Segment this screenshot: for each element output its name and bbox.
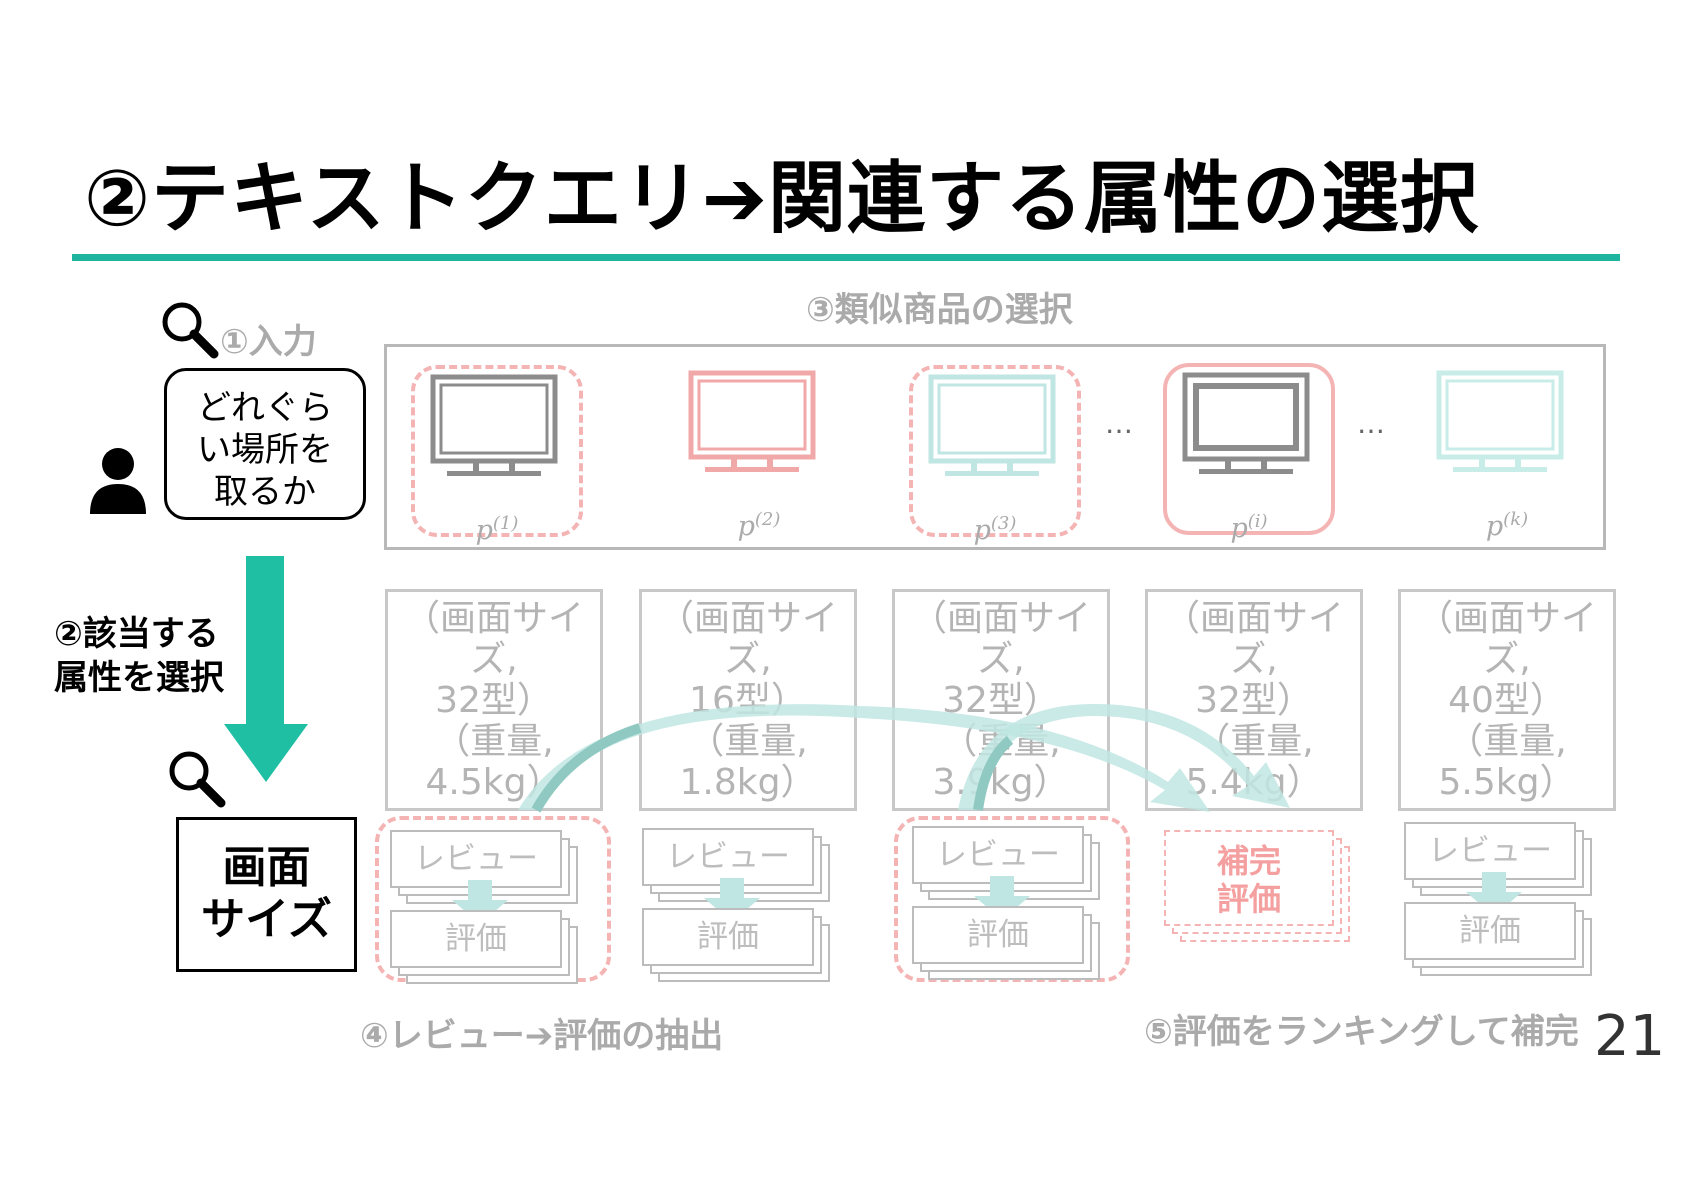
review-label: レビュー	[414, 841, 538, 877]
step2-label: ②該当する 属性を選択	[54, 614, 224, 698]
review-label: レビュー	[666, 839, 790, 875]
product-k: p(k)	[1421, 365, 1593, 542]
review-label: レビュー	[1428, 833, 1552, 869]
complemented-rating: 補完 評価	[1164, 830, 1334, 926]
rating-label: 評価	[967, 917, 1029, 953]
attributes-product-k: （画面サイズ, 40型） （重量, 5.5kg） …	[1398, 589, 1616, 811]
search-icon	[162, 302, 219, 359]
monitor-icon	[688, 370, 816, 472]
product-label: p(3)	[973, 513, 1017, 546]
down-arrow-icon	[224, 556, 308, 782]
ellipsis-1: …	[1105, 407, 1135, 440]
product-label: p(2)	[737, 509, 781, 542]
user-icon	[90, 448, 146, 514]
search-icon-2	[169, 751, 226, 808]
product-label: p(1)	[475, 513, 519, 546]
product-label: p(i)	[1230, 511, 1268, 544]
product-label: p(k)	[1485, 509, 1529, 542]
step1-label: ①入力	[220, 322, 317, 362]
similar-products-frame: p(1) p(2) p(3) … p(i) …	[384, 344, 1606, 550]
rating-label: 評価	[697, 919, 759, 955]
rating-label: 評価	[1459, 913, 1521, 949]
page-number: 21	[1594, 1004, 1666, 1069]
step4-label: ④レビュー➔評価の抽出	[360, 1016, 724, 1056]
product-1: p(1)	[411, 365, 583, 546]
step3-label: ③類似商品の選択	[806, 290, 1073, 330]
query-text-box: どれぐら い場所を 取るか	[164, 368, 366, 520]
monitor-icon	[1182, 372, 1310, 474]
product-3: p(3)	[909, 365, 1081, 546]
monitor-icon	[430, 374, 558, 476]
selected-attribute-box: 画面 サイズ	[176, 817, 357, 972]
monitor-icon	[928, 374, 1056, 476]
step5-label: ⑤評価をランキングして補完	[1144, 1012, 1579, 1052]
ellipsis-2: …	[1357, 407, 1387, 440]
extracted-group-3	[894, 816, 1130, 982]
page-title: ②テキストクエリ➔関連する属性の選択	[84, 154, 1480, 244]
monitor-icon	[1436, 370, 1564, 472]
attributes-product-2: （画面サイズ, 16型） （重量, 1.8kg） …	[639, 589, 857, 811]
product-i: p(i)	[1163, 363, 1335, 544]
rating-label: 評価	[445, 921, 507, 957]
title-underline	[72, 254, 1620, 261]
product-2: p(2)	[673, 365, 845, 542]
review-label: レビュー	[936, 837, 1060, 873]
